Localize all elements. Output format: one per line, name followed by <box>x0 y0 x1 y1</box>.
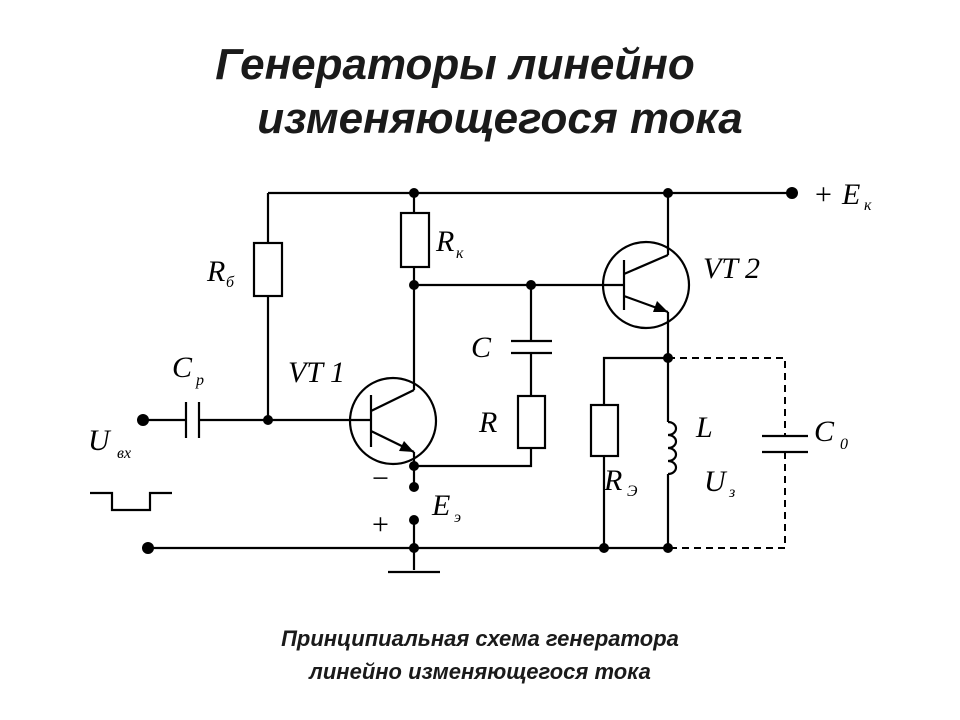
transistor-vt1 <box>348 376 438 466</box>
resistor-r <box>516 394 547 450</box>
label-ek: E <box>841 178 860 211</box>
resistor-rk <box>399 211 431 269</box>
label-uin: U <box>88 424 112 457</box>
label-uin-sub: вх <box>117 445 131 462</box>
node-ground-vt1 <box>409 543 419 553</box>
nodes <box>137 187 798 554</box>
node-rail-rk <box>409 188 419 198</box>
slide-title: Генераторы линейно изменяющегося тока <box>0 38 960 146</box>
label-plus: + <box>372 508 389 541</box>
label-rk: R <box>435 225 454 258</box>
label-rb: R <box>206 255 225 288</box>
figure-caption: Принципиальная схема генератора линейно … <box>0 622 960 688</box>
terminal-input <box>137 414 149 426</box>
label-rb-sub: б <box>226 274 235 291</box>
terminal-ek <box>786 187 798 199</box>
label-c0: C <box>814 415 835 448</box>
terminal-ground-left <box>142 542 154 554</box>
label-c: C <box>471 331 492 364</box>
terminal-ee-minus <box>409 482 419 492</box>
label-cp-sub: р <box>195 372 204 389</box>
caption-line-1: Принципиальная схема генератора <box>281 626 679 651</box>
caption-line-2: линейно изменяющегося тока <box>309 659 651 684</box>
node-base-vt1 <box>263 415 273 425</box>
node-collector <box>409 280 419 290</box>
capacitor-c <box>511 339 552 355</box>
resistor-rb <box>252 241 284 298</box>
resistor-re <box>589 403 620 458</box>
label-vt2: VT 2 <box>703 252 760 285</box>
node-rail-vt2 <box>663 188 673 198</box>
labels: + E к R б R к VT 2 VT 1 C р C R L C 0 U … <box>88 178 872 541</box>
wire-c0-dashed <box>668 357 786 549</box>
inductor-l <box>667 420 678 476</box>
node-emitter-vt2 <box>663 353 673 363</box>
capacitor-c0 <box>762 434 808 454</box>
input-pulse-waveform <box>90 491 172 512</box>
label-r: R <box>478 406 497 439</box>
transistor-vt2 <box>601 240 691 330</box>
node-c <box>526 280 536 290</box>
wire-re-branch <box>602 356 668 548</box>
label-ek-sign: + <box>815 178 832 211</box>
node-ground-re <box>599 543 609 553</box>
label-vt1: VT 1 <box>288 356 345 389</box>
wires <box>143 191 792 574</box>
node-emitter-vt1 <box>409 461 419 471</box>
label-re: R <box>603 464 622 497</box>
terminal-ee-plus <box>409 515 419 525</box>
wire-c-r-branch <box>414 285 533 468</box>
label-c0-sub: 0 <box>840 436 848 453</box>
title-line-2: изменяющегося тока <box>257 94 743 143</box>
label-ek-sub: к <box>864 197 872 214</box>
label-re-sub: Э <box>627 483 638 500</box>
node-ground-l <box>663 543 673 553</box>
label-uz: U <box>704 465 728 498</box>
label-rk-sub: к <box>456 245 464 262</box>
label-l: L <box>695 411 713 444</box>
label-minus: − <box>372 462 389 495</box>
capacitor-cp <box>184 402 201 438</box>
label-cp: C <box>172 351 193 384</box>
title-line-1: Генераторы линейно <box>215 40 695 89</box>
label-uz-sub: з <box>728 484 735 501</box>
label-ee-sub: э <box>454 509 461 526</box>
label-ee: E <box>431 489 450 522</box>
